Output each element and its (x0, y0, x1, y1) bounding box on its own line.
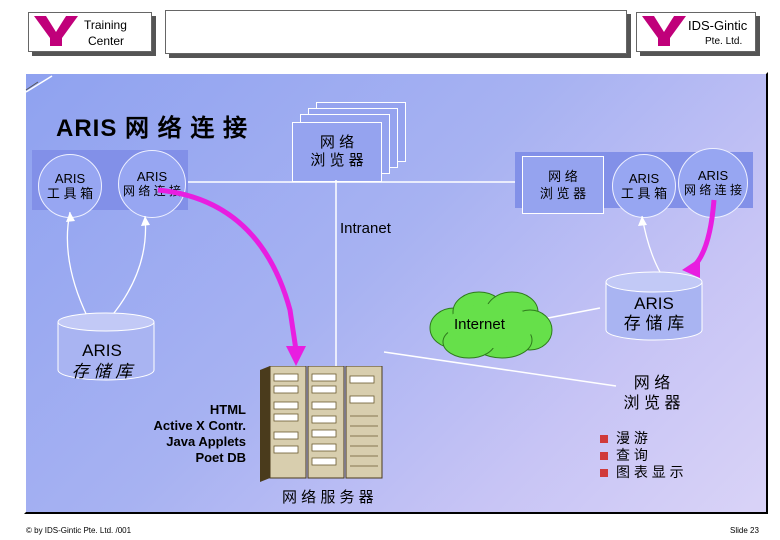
header-left-line1: Training (84, 18, 127, 32)
header-right-line2: Pte. Ltd. (705, 36, 743, 47)
server-item-activex: Active X Contr. (153, 418, 246, 433)
feature-item-browse: 漫 游 (600, 430, 684, 447)
server-label: 网 络 服 务 器 (282, 489, 374, 506)
right-repo-cylinder (605, 271, 703, 341)
right-connect-line1: ARIS (697, 168, 729, 183)
left-repo-cylinder (57, 312, 155, 381)
connect-to-server-arrow (157, 187, 299, 351)
right-connect-line2: 网 络 连 接 (683, 183, 742, 197)
left-connect-line1: ARIS (136, 169, 168, 184)
intranet-label: Intranet (340, 220, 391, 237)
header-middle-box (165, 10, 627, 54)
header-right-line1: IDS-Gintic (688, 18, 748, 33)
server-content-list: HTML Active X Contr. Java Applets Poet D… (140, 402, 246, 466)
browser-stack-line1: 网 络 (319, 134, 355, 151)
right-repo-line1: ARIS (634, 294, 674, 313)
right-repo-label: ARIS 存 储 库 (614, 294, 694, 334)
server-item-poet: Poet DB (195, 450, 246, 465)
page-title: ARIS 网 络 连 接 (56, 115, 249, 142)
feature-item-chart: 图 表 显 示 (600, 464, 684, 481)
magenta-arrowhead-left (286, 346, 306, 366)
left-toolset-line2: 工 具 箱 (46, 186, 94, 201)
left-repo-label: ARIS 存 储 库 (62, 340, 142, 382)
web-browser-line2: 浏 览 器 (623, 395, 681, 412)
left-repo-line2: 存 储 库 (71, 362, 133, 381)
server-item-html: HTML (209, 402, 246, 417)
server-item-java: Java Applets (166, 434, 246, 449)
connect-to-repo-arrow (692, 199, 717, 268)
right-toolset-line1: ARIS (628, 171, 660, 186)
web-browser-label: 网 络 浏 览 器 (620, 374, 684, 414)
internet-label: Internet (454, 316, 505, 333)
right-browser-window: 网 络浏 览 器 (522, 156, 604, 214)
repo-to-connect-arrow (109, 215, 147, 319)
server-to-browser-line (383, 351, 617, 387)
feature-list: 漫 游 查 询 图 表 显 示 (600, 430, 684, 481)
browser-window-front: 网 络浏 览 器 (292, 122, 382, 182)
header-left-line2: Center (88, 34, 125, 48)
internet-to-right-repo-line (547, 307, 601, 319)
web-browser-line1: 网 络 (633, 375, 671, 392)
left-connect-line2: 网 络 连 接 (122, 184, 181, 198)
ids-logo-left (34, 16, 78, 46)
corner-mark (25, 75, 53, 93)
browser-stack-line2: 浏 览 器 (310, 152, 364, 169)
right-repo-line2: 存 储 库 (623, 314, 685, 333)
internet-cloud (429, 291, 553, 359)
footer-slide-number: Slide 23 (730, 526, 759, 535)
right-browser-line1: 网 络 (548, 169, 578, 184)
ids-logo-right (642, 16, 686, 46)
server-rack-icon (260, 366, 383, 482)
repo-to-toolset-arrow (66, 211, 89, 319)
feature-item-query: 查 询 (600, 447, 684, 464)
bullet-icon (600, 452, 608, 461)
left-toolset-line1: ARIS (54, 171, 86, 186)
magenta-arrowhead-right (682, 258, 700, 278)
right-browser-line2: 浏 览 器 (539, 186, 587, 201)
right-toolset-line2: 工 具 箱 (620, 186, 668, 201)
footer-copyright: © by IDS-Gintic Pte. Ltd. /001 (26, 526, 132, 535)
bullet-icon (600, 435, 608, 444)
left-repo-line1: ARIS (82, 341, 122, 360)
bullet-icon (600, 469, 608, 478)
